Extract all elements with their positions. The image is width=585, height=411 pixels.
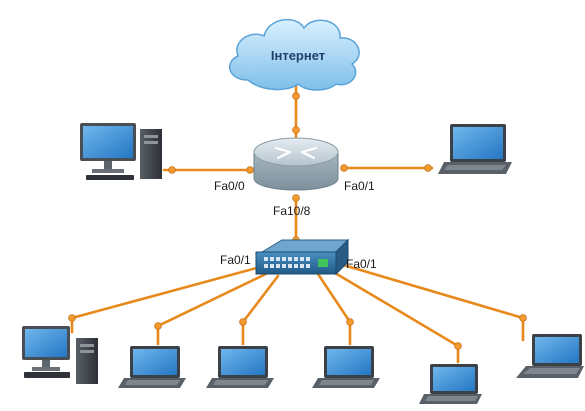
- cloud-label: Інтернет: [271, 48, 325, 63]
- switch-top: [260, 239, 350, 253]
- router-port-left: Fa0/0: [214, 179, 245, 193]
- switch-side: [335, 238, 349, 276]
- dot-end-laptop-1: [154, 322, 162, 330]
- desktop-pc-icon: [22, 326, 98, 384]
- laptop-icon: [516, 334, 584, 378]
- dot-end-laptop-3: [346, 318, 354, 326]
- laptop-icon: [206, 346, 274, 388]
- connection-dots: [68, 92, 527, 350]
- dot-end-laptop-5: [519, 314, 527, 322]
- dot-router-right: [340, 164, 348, 172]
- laptop-icon: [118, 346, 186, 388]
- dot-end-pc: [68, 314, 76, 322]
- dot-laptop-right: [424, 164, 432, 172]
- router: [253, 137, 339, 191]
- dot-router-top: [292, 126, 300, 134]
- router-port-right: Fa0/1: [344, 179, 375, 193]
- laptop-icon: [419, 364, 482, 404]
- link-switch-laptop-5: [338, 262, 525, 342]
- switch-port-left: Fa0/1: [220, 253, 251, 267]
- switch-status-light: [318, 259, 328, 267]
- dot-pc-left: [168, 166, 176, 174]
- dot-end-laptop-2: [239, 318, 247, 326]
- router-arrows-icon: [274, 146, 318, 160]
- link-switch-laptop-2: [241, 274, 280, 346]
- router-body-top: [253, 137, 339, 167]
- internet-cloud: Інтернет: [228, 18, 360, 91]
- laptop-icon: [312, 346, 380, 388]
- switch-ports-icon: [264, 257, 310, 268]
- desktop-pc-icon: [80, 123, 162, 180]
- router-port-down: Fa10/8: [273, 204, 311, 218]
- switch-port-right: Fa0/1: [346, 257, 377, 271]
- link-switch-laptop-3: [316, 272, 352, 346]
- dot-end-laptop-4: [454, 342, 462, 350]
- dot-router-left: [246, 166, 254, 174]
- switch: [255, 238, 350, 276]
- cloud-icon: [228, 18, 360, 91]
- dot-cloud: [292, 92, 300, 100]
- laptop-icon: [438, 124, 512, 174]
- dot-router-bottom: [292, 194, 300, 202]
